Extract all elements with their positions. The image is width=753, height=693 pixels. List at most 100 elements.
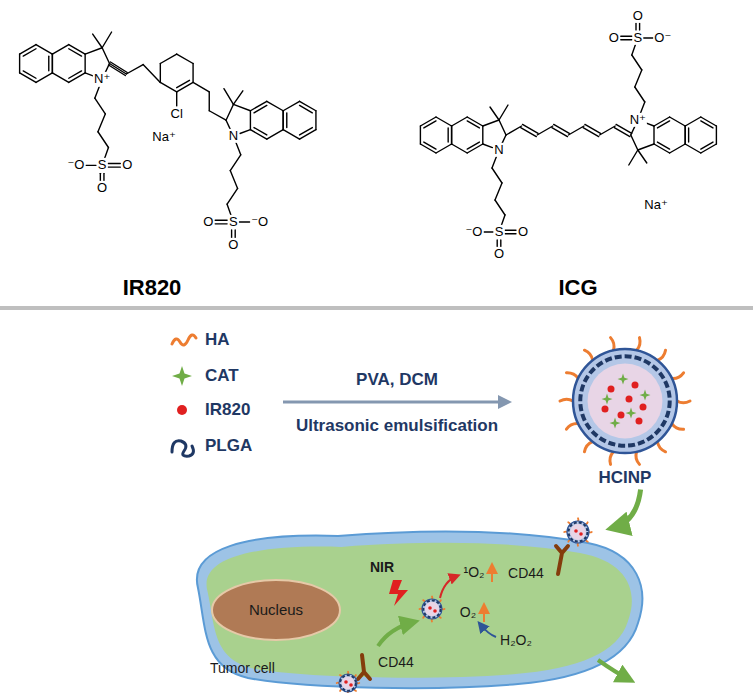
stroke bbox=[102, 32, 111, 48]
particle-core bbox=[342, 677, 355, 690]
stroke bbox=[98, 114, 105, 132]
stroke bbox=[537, 126, 553, 135]
stroke bbox=[52, 73, 68, 82]
species-label: ¹O₂ bbox=[464, 565, 485, 580]
ha-chain bbox=[577, 543, 579, 546]
stroke bbox=[685, 144, 701, 153]
stroke bbox=[467, 117, 483, 126]
particle-shell bbox=[339, 674, 357, 692]
stroke bbox=[282, 111, 283, 130]
ha-chain bbox=[584, 442, 592, 452]
stroke bbox=[568, 126, 584, 135]
stroke bbox=[227, 204, 231, 215]
ir820-dot bbox=[626, 396, 633, 403]
ha-chain bbox=[568, 522, 570, 524]
ha-chain bbox=[420, 608, 423, 610]
ha-chain bbox=[636, 452, 640, 465]
stroke bbox=[20, 45, 36, 54]
stroke bbox=[160, 54, 176, 63]
nucleus-name: Nucleus bbox=[249, 601, 303, 618]
stroke bbox=[230, 155, 241, 171]
legend-text: PLGA bbox=[205, 437, 252, 456]
stroke bbox=[499, 105, 508, 120]
atom-label: O bbox=[517, 225, 529, 239]
cell-name: Tumor cell bbox=[210, 660, 275, 676]
stroke bbox=[103, 173, 104, 181]
divider bbox=[0, 306, 753, 310]
stroke bbox=[193, 82, 209, 91]
cd44-receptor bbox=[556, 546, 568, 574]
atom-label: N⁺ bbox=[629, 113, 647, 127]
stroke bbox=[108, 163, 120, 164]
atom-label: N⁺ bbox=[93, 72, 111, 86]
stroke bbox=[126, 65, 143, 74]
ha-chain bbox=[566, 373, 578, 379]
plga-layer bbox=[569, 523, 588, 542]
stroke bbox=[467, 142, 479, 149]
stroke bbox=[685, 117, 701, 126]
stroke bbox=[657, 142, 669, 149]
ha-chain bbox=[586, 540, 588, 542]
stroke bbox=[86, 165, 96, 166]
stroke bbox=[436, 117, 452, 126]
stroke bbox=[19, 54, 20, 73]
ha-chain bbox=[431, 597, 433, 600]
stroke bbox=[344, 680, 348, 684]
stroke bbox=[670, 117, 686, 126]
stroke bbox=[52, 54, 53, 73]
cat-star bbox=[618, 374, 629, 385]
stroke bbox=[420, 126, 421, 144]
stroke bbox=[424, 142, 436, 149]
counter-ion: Na⁺ bbox=[643, 198, 668, 212]
stroke bbox=[95, 98, 106, 114]
stroke bbox=[93, 34, 102, 48]
stroke bbox=[231, 230, 232, 238]
stroke bbox=[177, 54, 193, 63]
stroke bbox=[102, 48, 109, 64]
ha-chain bbox=[354, 689, 356, 691]
stroke bbox=[505, 233, 516, 234]
stroke bbox=[670, 144, 686, 153]
ha-chain bbox=[442, 608, 445, 610]
stroke bbox=[215, 220, 227, 221]
stroke bbox=[583, 128, 599, 137]
atom-label: S bbox=[228, 215, 239, 229]
stroke bbox=[209, 111, 226, 120]
particle-core bbox=[425, 602, 439, 616]
stroke bbox=[69, 49, 82, 56]
stroke bbox=[300, 105, 313, 112]
ha-chain bbox=[657, 442, 665, 452]
ha-chain bbox=[423, 600, 425, 602]
ha-chain bbox=[354, 675, 356, 677]
stroke bbox=[501, 215, 505, 225]
stroke bbox=[69, 45, 85, 54]
stroke bbox=[552, 128, 568, 137]
stroke bbox=[484, 231, 493, 232]
stroke bbox=[467, 121, 479, 128]
nanoparticle: HCINP bbox=[560, 334, 690, 488]
stroke bbox=[23, 49, 36, 56]
cat-star bbox=[610, 418, 621, 429]
nucleus: Nucleus bbox=[210, 578, 342, 642]
stroke bbox=[215, 223, 227, 224]
atom-label: O bbox=[608, 31, 620, 45]
cytoplasm bbox=[207, 543, 632, 678]
nucleus-outline bbox=[212, 580, 340, 640]
stroke bbox=[644, 37, 653, 38]
stroke bbox=[629, 150, 638, 165]
stroke bbox=[701, 121, 713, 128]
stroke bbox=[95, 86, 100, 98]
ir820-dot bbox=[636, 418, 643, 425]
atom-label: O bbox=[632, 9, 644, 23]
stroke bbox=[653, 126, 654, 144]
ha-chain bbox=[347, 692, 349, 693]
stroke bbox=[499, 120, 506, 135]
stroke bbox=[267, 130, 283, 139]
atom-label: ⁻O bbox=[250, 215, 269, 229]
stroke bbox=[492, 157, 496, 168]
ha-chain bbox=[677, 401, 690, 403]
stroke bbox=[48, 56, 49, 71]
stroke bbox=[635, 23, 636, 30]
ha-chain bbox=[589, 531, 592, 533]
